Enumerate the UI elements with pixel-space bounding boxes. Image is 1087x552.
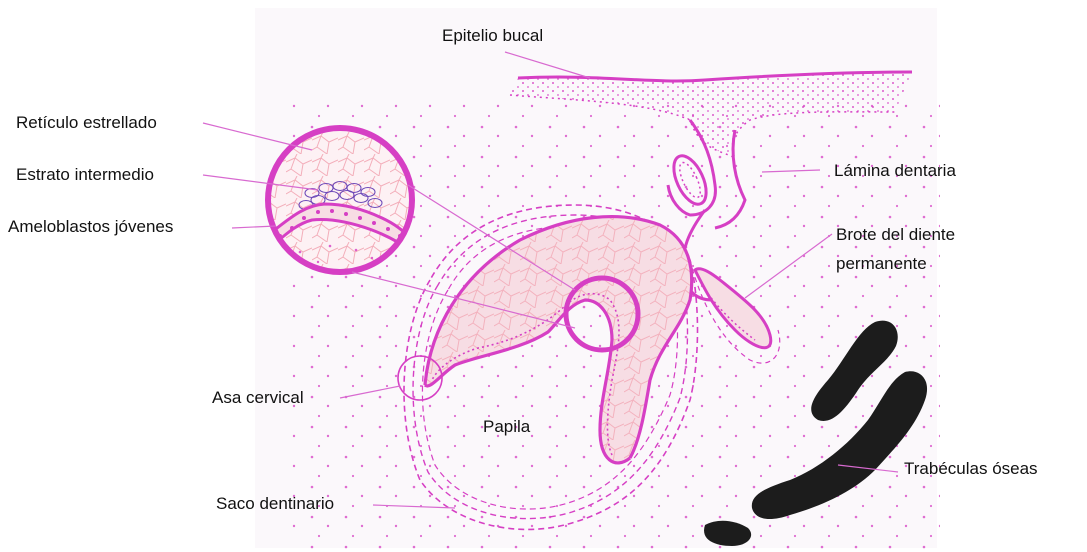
- magnified-inset: [268, 128, 412, 272]
- label-trabeculas-oseas: Trabéculas óseas: [904, 458, 1038, 480]
- label-brote-line2: permanente: [836, 253, 927, 275]
- label-saco-dentinario: Saco dentinario: [216, 493, 334, 515]
- label-brote-line1: Brote del diente: [836, 224, 955, 246]
- label-estrato-intermedio: Estrato intermedio: [16, 164, 154, 186]
- label-asa-cervical: Asa cervical: [212, 387, 304, 409]
- label-ameloblastos-jovenes: Ameloblastos jóvenes: [8, 216, 173, 238]
- label-reticulo-estrellado: Retículo estrellado: [16, 112, 157, 134]
- label-epitelio-bucal: Epitelio bucal: [442, 25, 543, 47]
- label-lamina-dentaria: Lámina dentaria: [834, 160, 956, 182]
- label-papila: Papila: [483, 416, 530, 438]
